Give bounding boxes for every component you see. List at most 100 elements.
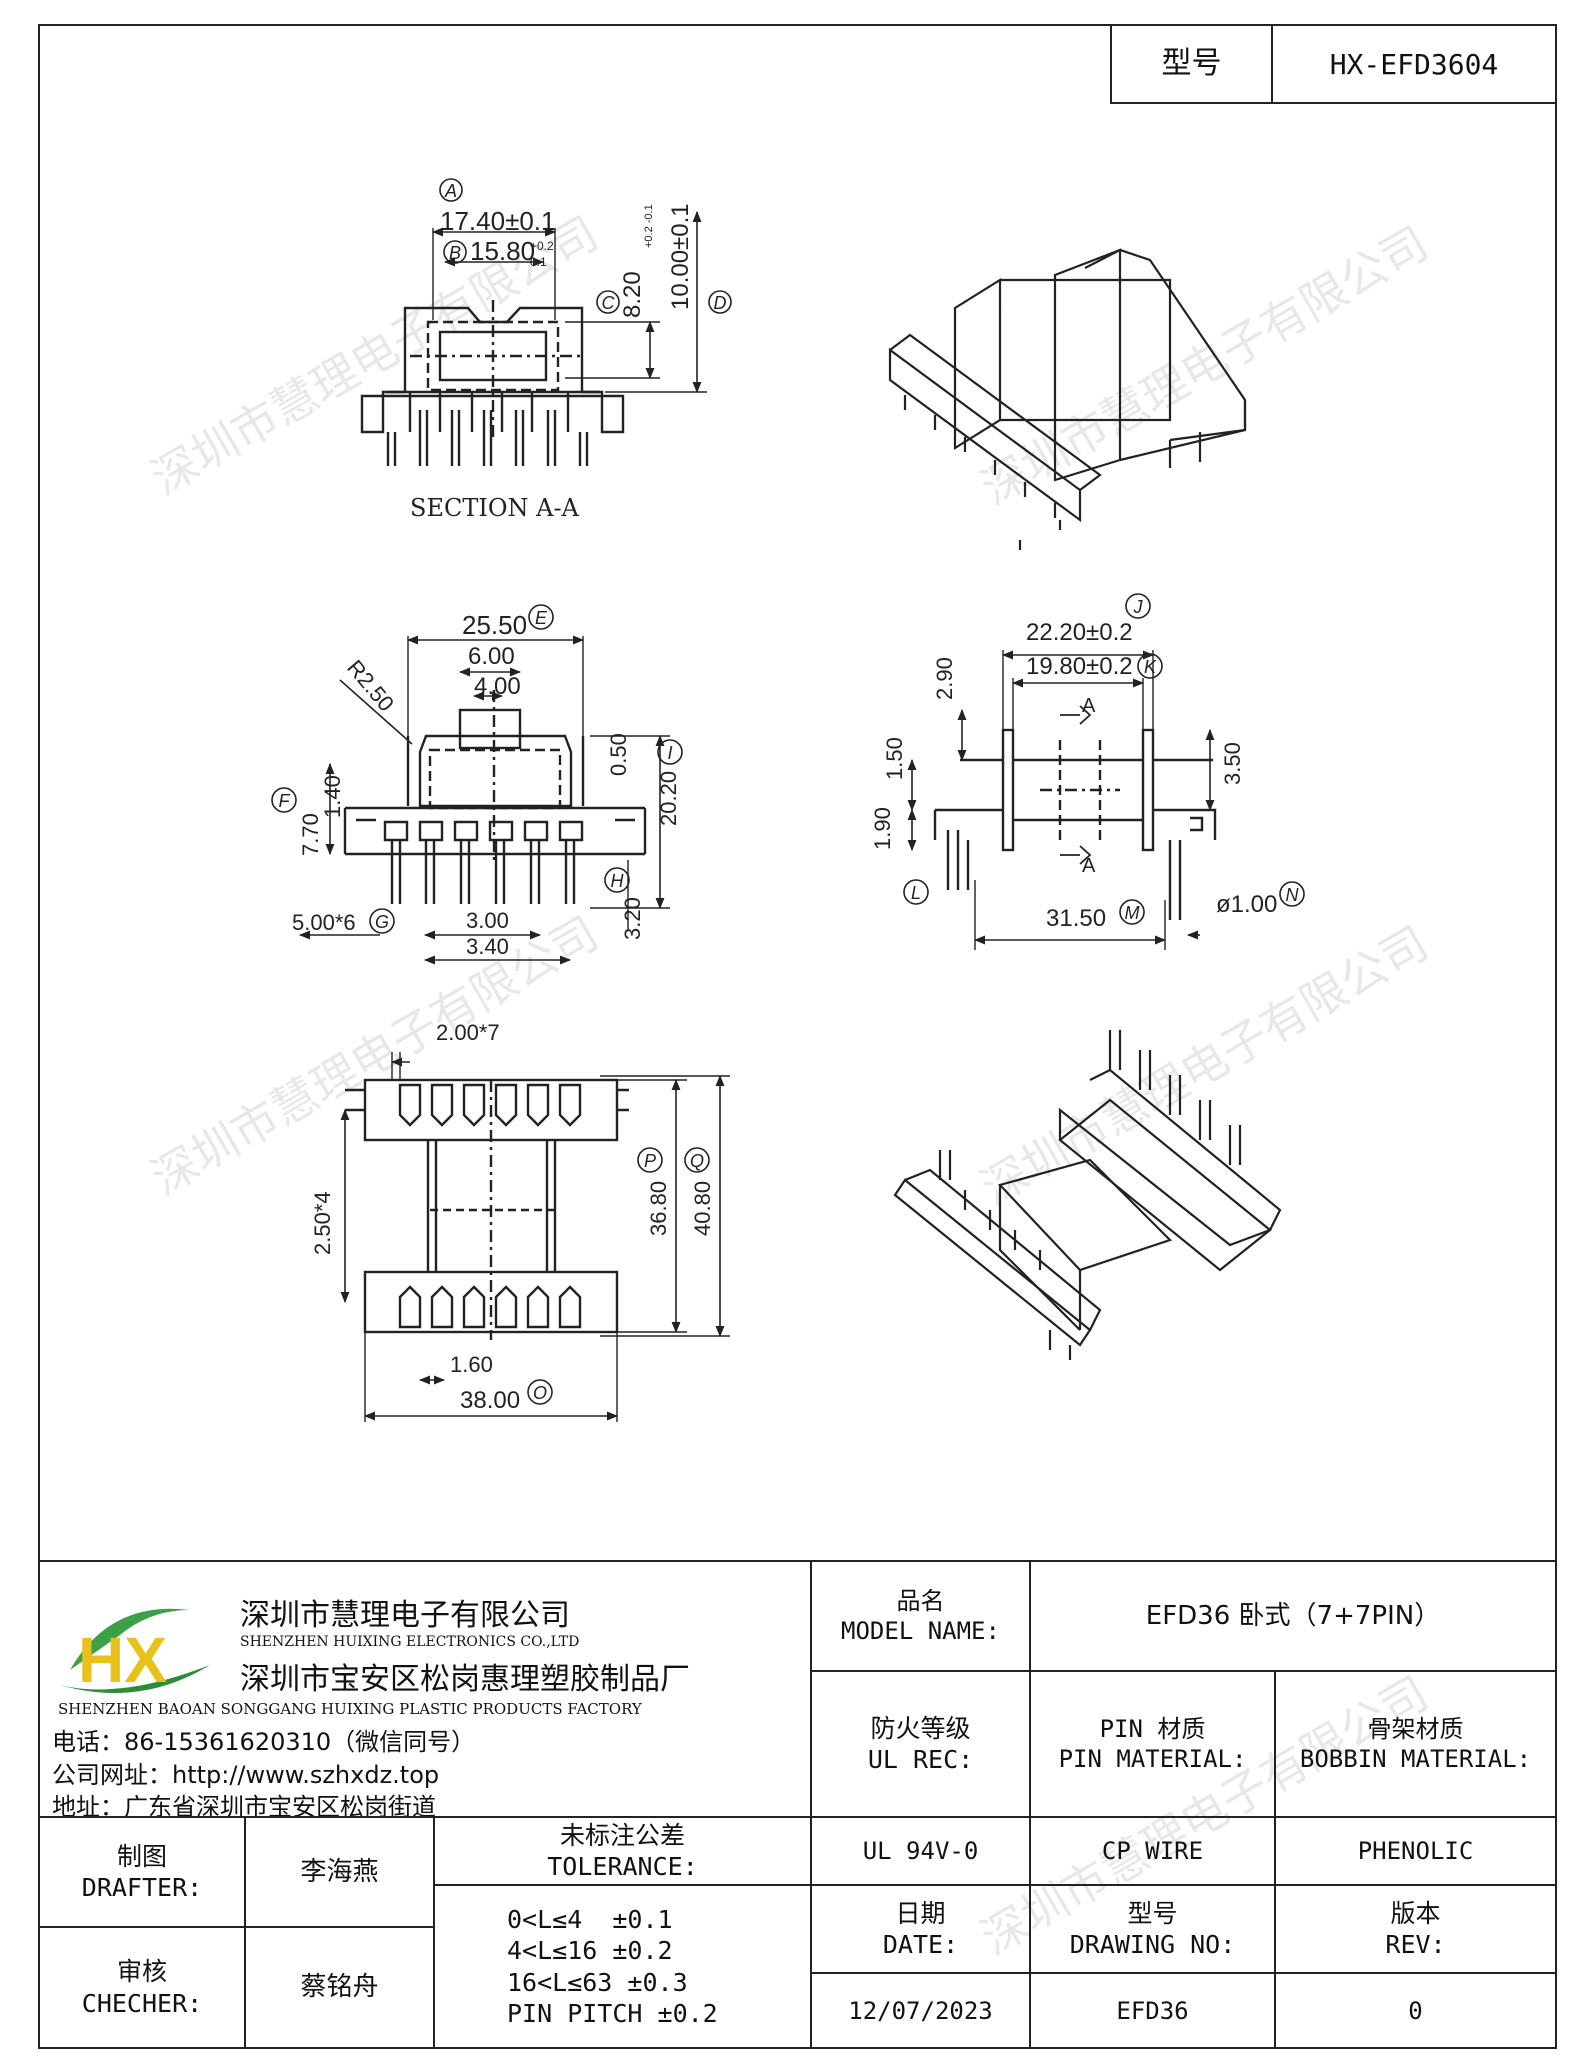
dim-c-tol: +0.2 -0.1 xyxy=(643,204,655,248)
factory-name-cn: 深圳市宝安区松岗惠理塑胶制品厂 xyxy=(240,1662,690,1697)
dim-d: 10.00±0.1 xyxy=(667,203,694,310)
dim-290: 2.90 xyxy=(932,657,957,700)
section-title: SECTION A-A xyxy=(410,494,580,522)
section-mark-top: A xyxy=(1082,695,1096,717)
tolerance-line: 16<L≤63 ±0.3 xyxy=(507,1967,688,1997)
dim-marker-g-label: G xyxy=(375,912,389,932)
dim-marker-p xyxy=(637,1147,663,1173)
logo-text: HX xyxy=(78,1624,167,1696)
dim-marker-n-label: N xyxy=(1286,885,1300,905)
dim-050: 0.50 xyxy=(606,733,631,776)
dim-bottom-250: 2.50*4 xyxy=(310,1191,335,1255)
bottom-pins-top xyxy=(398,1083,582,1127)
dim-bottom-o: 38.00 xyxy=(460,1387,520,1414)
front-pins xyxy=(383,820,584,904)
technical-drawing: 17.40±0.1 15.80 +0.2 0.1 8.20 +0.2 -0.1 … xyxy=(271,178,1305,1422)
dim-marker-f-label: F xyxy=(279,791,291,811)
dim-140: 1.40 xyxy=(320,775,345,818)
dim-marker-q-label: Q xyxy=(690,1151,704,1171)
tolerance-line: PIN PITCH ±0.2 xyxy=(507,1998,718,2028)
dim-350: 3.50 xyxy=(1220,742,1245,785)
title-block-top-rule xyxy=(38,1560,1557,1562)
dim-marker-o xyxy=(527,1379,553,1405)
company-name-en: SHENZHEN HUIXING ELECTRONICS CO.,LTD xyxy=(240,1634,580,1650)
dim-marker-n xyxy=(1279,881,1305,907)
type-value-cell: HX-EFD3604 xyxy=(1271,24,1557,104)
dim-marker-p-label: P xyxy=(644,1151,656,1171)
dim-bottom-q: 40.80 xyxy=(690,1181,715,1236)
checker-name: 蔡铭舟 xyxy=(244,1926,435,2049)
dim-m: 31.50 xyxy=(1046,905,1106,932)
dim-marker-b xyxy=(443,240,467,264)
dim-marker-m xyxy=(1119,899,1145,925)
drawing-no-value: EFD36 xyxy=(1029,1972,1276,2049)
company-logo: HX xyxy=(60,1608,210,1696)
dim-marker-i xyxy=(657,739,683,765)
dim-190: 1.90 xyxy=(870,807,895,850)
dim-marker-h-label: H xyxy=(611,871,625,891)
bottom-pins-bottom xyxy=(398,1285,582,1329)
dim-pitch: 5.00*6 xyxy=(292,910,356,935)
dim-marker-l xyxy=(903,879,929,905)
dim-marker-k-label: K xyxy=(1144,657,1157,677)
dim-marker-c xyxy=(596,290,620,314)
dim-marker-a xyxy=(439,178,463,202)
dim-marker-e xyxy=(528,604,554,630)
dim-300: 3.00 xyxy=(466,908,509,933)
dim-marker-h xyxy=(604,867,630,893)
dim-320: 3.20 xyxy=(620,897,645,940)
dim-b-tol-top: +0.2 xyxy=(530,239,554,253)
dim-marker-b-label: B xyxy=(449,243,461,263)
company-website: 公司网址：http://www.szhxdz.top xyxy=(52,1761,440,1789)
dim-marker-c-label: C xyxy=(602,293,616,313)
dim-e: 25.50 xyxy=(462,610,527,640)
dim-340: 3.40 xyxy=(466,934,509,959)
date-value: 12/07/2023 xyxy=(810,1972,1031,2049)
front-view xyxy=(298,635,670,965)
dim-marker-j-label: J xyxy=(1133,597,1144,617)
dim-770: 7.70 xyxy=(298,813,323,856)
side-view xyxy=(907,650,1217,950)
dim-marker-d-label: D xyxy=(714,293,727,313)
model-name-value: EFD36 卧式（7+7PIN） xyxy=(1029,1560,1557,1672)
isometric-view-top xyxy=(888,248,1247,550)
dim-marker-m-label: M xyxy=(1125,903,1140,923)
drafter-name: 李海燕 xyxy=(244,1816,435,1928)
dim-a: 17.40±0.1 xyxy=(440,206,555,236)
dim-marker-j xyxy=(1125,593,1151,619)
dim-150: 1.50 xyxy=(882,737,907,780)
dim-marker-f xyxy=(271,787,297,813)
bottom-view xyxy=(340,1052,730,1422)
rev-value: 0 xyxy=(1274,1972,1557,2049)
dim-marker-l-label: L xyxy=(911,883,921,903)
factory-name-en: SHENZHEN BAOAN SONGGANG HUIXING PLASTIC … xyxy=(58,1700,642,1718)
dim-marker-i-label: I xyxy=(667,743,672,763)
dim-marker-k xyxy=(1137,653,1163,679)
dim-bottom-p: 36.80 xyxy=(646,1181,671,1236)
dim-2020: 20.20 xyxy=(656,771,681,826)
dim-marker-e-label: E xyxy=(535,608,548,628)
section-pins xyxy=(386,392,589,466)
dim-bottom-160: 1.60 xyxy=(450,1352,493,1377)
dim-marker-q xyxy=(684,1147,710,1173)
dim-bottom-pitch: 2.00*7 xyxy=(436,1020,500,1045)
dim-4: 4.00 xyxy=(474,673,521,700)
dim-k: 19.80±0.2 xyxy=(1026,653,1133,680)
dim-j: 22.20±0.2 xyxy=(1026,619,1133,646)
dim-n: ø1.00 xyxy=(1216,891,1277,918)
tolerance-line: 4<L≤16 ±0.2 xyxy=(507,1936,673,1966)
tolerance-line: 0<L≤4 ±0.1 xyxy=(507,1905,673,1934)
dim-marker-g xyxy=(369,908,395,934)
dim-marker-d xyxy=(708,290,732,314)
company-name-cn: 深圳市慧理电子有限公司 xyxy=(240,1598,570,1633)
bobbin-material-value: PHENOLIC xyxy=(1274,1816,1557,1886)
pin-material-value: CP WIRE xyxy=(1029,1816,1276,1886)
dim-marker-o-label: O xyxy=(533,1383,547,1403)
